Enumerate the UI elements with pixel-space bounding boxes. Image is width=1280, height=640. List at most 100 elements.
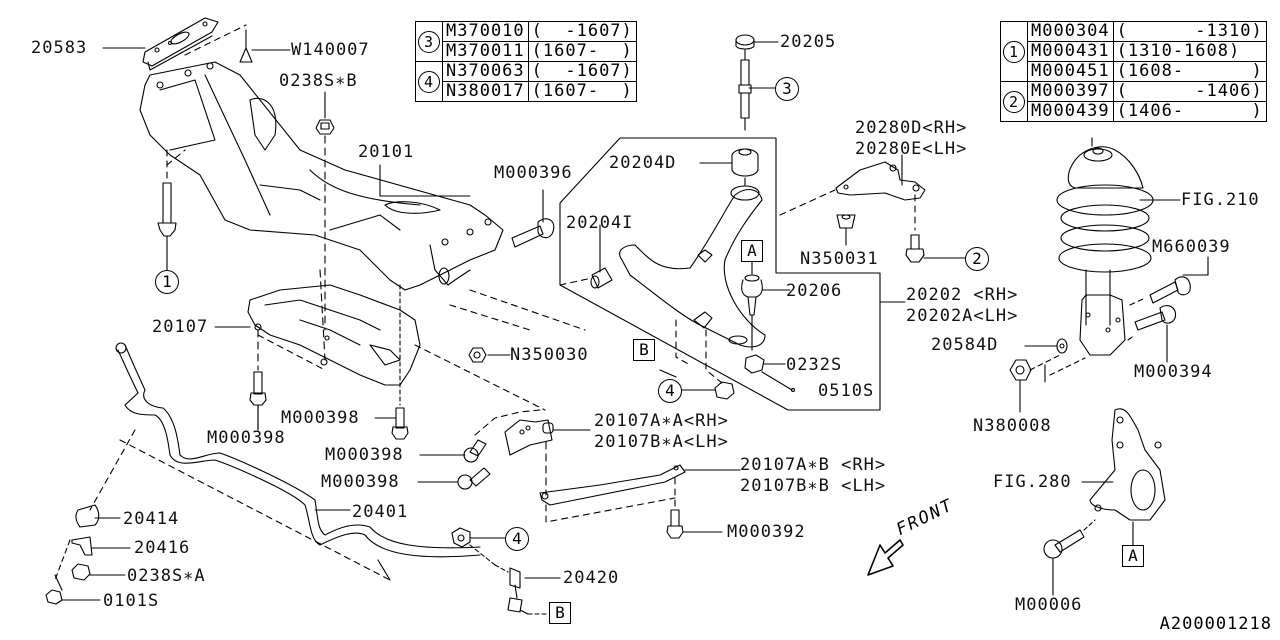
bolt-m000398-a[interactable]	[249, 371, 267, 406]
stud-callout-3[interactable]	[738, 59, 752, 119]
bolt-0101s[interactable]	[45, 574, 63, 605]
washer-20584d[interactable]	[1056, 338, 1068, 354]
ref-box-b-arm[interactable]: B	[633, 339, 655, 361]
callout-4-mid[interactable]: 4	[658, 379, 682, 403]
ref-box-a-knuckle[interactable]: A	[1122, 545, 1144, 567]
bolt-m000398-c[interactable]	[463, 439, 487, 463]
callout-2[interactable]: 2	[965, 247, 989, 271]
bolt-m000398-d[interactable]	[457, 467, 491, 490]
nut-callout-4-mid[interactable]	[714, 381, 735, 400]
label-m000394[interactable]: M000394	[1134, 362, 1213, 382]
label-20420[interactable]: 20420	[563, 568, 620, 588]
clip-w140007[interactable]	[239, 29, 253, 63]
bolt-m000394[interactable]	[1134, 305, 1177, 331]
bushing-20414[interactable]	[75, 504, 100, 528]
label-m000398-b[interactable]: M000398	[281, 408, 360, 428]
nut-0238sa[interactable]	[71, 563, 91, 581]
label-20584d[interactable]: 20584D	[931, 335, 999, 355]
stabilizer-link-20420[interactable]	[507, 567, 529, 615]
ref-box-b-link[interactable]: B	[549, 602, 571, 624]
label-20205[interactable]: 20205	[780, 32, 837, 52]
nut-0238sb[interactable]	[315, 119, 335, 135]
part-number[interactable]: M000439	[1027, 101, 1114, 122]
callout-4-lower[interactable]: 4	[505, 527, 529, 551]
label-20107a-a[interactable]: 20107A∗A<RH> 20107B∗A<LH>	[594, 411, 729, 453]
label-20107a-b-rh[interactable]: 20107A∗B <RH>	[740, 455, 887, 475]
label-fig210[interactable]: FIG.210	[1181, 190, 1260, 210]
label-w140007[interactable]: W140007	[291, 40, 370, 60]
bolt-m000392[interactable]	[666, 509, 684, 539]
part-number[interactable]: N370063	[442, 61, 529, 82]
bolt-m000398-b[interactable]	[391, 407, 409, 440]
label-0238s-b[interactable]: 0238S∗B	[279, 71, 358, 91]
label-20107[interactable]: 20107	[152, 317, 209, 337]
bolt-m000396[interactable]	[511, 218, 555, 248]
label-20280e-lh[interactable]: 20280E<LH>	[855, 139, 968, 159]
label-20107b-b-lh[interactable]: 20107B∗B <LH>	[740, 476, 887, 496]
undercover-20107[interactable]	[247, 284, 421, 386]
label-n350031[interactable]: N350031	[800, 249, 879, 269]
bar-20107a-b[interactable]	[539, 464, 686, 506]
label-0510s[interactable]: 0510S	[818, 381, 875, 401]
label-m000396[interactable]: M000396	[494, 163, 573, 183]
nut-callout-4-lower[interactable]	[451, 527, 471, 548]
label-20280[interactable]: 20280D<RH> 20280E<LH>	[855, 118, 967, 160]
label-20204i[interactable]: 20204I	[566, 213, 634, 233]
label-20107b-a-lh[interactable]: 20107B∗A<LH>	[594, 432, 729, 452]
label-20101[interactable]: 20101	[358, 142, 415, 162]
label-m000398-a[interactable]: M000398	[207, 428, 286, 448]
bracket-20107a-a[interactable]	[504, 419, 554, 456]
callout-1[interactable]: 1	[155, 270, 179, 294]
ball-joint-20206[interactable]	[741, 274, 763, 316]
label-20204d[interactable]: 20204D	[609, 153, 677, 173]
label-0238s-a[interactable]: 0238S∗A	[127, 566, 206, 586]
part-number[interactable]: M000304	[1027, 21, 1114, 42]
lower-arm-20202[interactable]	[619, 185, 766, 348]
label-20107a-b[interactable]: 20107A∗B <RH> 20107B∗B <LH>	[740, 455, 886, 497]
label-20202a-lh[interactable]: 20202A<LH>	[906, 306, 1019, 326]
part-number[interactable]: N380017	[442, 81, 529, 102]
label-0232s[interactable]: 0232S	[786, 355, 843, 375]
washer-20205[interactable]	[735, 34, 755, 50]
pad-20583[interactable]	[142, 17, 219, 71]
label-m000398-d[interactable]: M000398	[321, 472, 400, 492]
label-m000398-c[interactable]: M000398	[325, 445, 404, 465]
bushing-20204i[interactable]	[590, 267, 613, 289]
bracket-20416[interactable]	[71, 536, 93, 556]
label-20206[interactable]: 20206	[786, 281, 843, 301]
label-fig280[interactable]: FIG.280	[993, 472, 1072, 492]
bracket-20280d[interactable]	[835, 161, 926, 201]
label-20202[interactable]: 20202 <RH> 20202A<LH>	[906, 285, 1018, 327]
label-m00006[interactable]: M00006	[1015, 595, 1083, 615]
label-20107a-a-rh[interactable]: 20107A∗A<RH>	[594, 411, 729, 431]
part-number[interactable]: M000431	[1027, 41, 1114, 62]
label-20414[interactable]: 20414	[123, 509, 180, 529]
crossmember-20101[interactable]	[139, 61, 504, 291]
label-20401[interactable]: 20401	[352, 502, 409, 522]
nut-n350031[interactable]	[836, 214, 856, 229]
label-20280d-rh[interactable]: 20280D<RH>	[855, 118, 968, 138]
bolt-callout-1[interactable]	[157, 182, 177, 237]
bolt-m00006[interactable]	[1043, 529, 1085, 559]
nut-n350030[interactable]	[468, 347, 487, 363]
nut-0232s[interactable]	[744, 354, 765, 374]
label-20202-rh[interactable]: 20202 <RH>	[906, 285, 1019, 305]
label-m660039[interactable]: M660039	[1152, 237, 1231, 257]
label-m000392[interactable]: M000392	[727, 522, 806, 542]
bolt-m660039[interactable]	[1149, 276, 1191, 304]
label-20583[interactable]: 20583	[31, 38, 88, 58]
part-number[interactable]: M000397	[1027, 81, 1114, 102]
strut-assembly-fig210[interactable]	[1056, 137, 1154, 356]
label-0101s[interactable]: 0101S	[103, 591, 160, 611]
label-20416[interactable]: 20416	[134, 538, 191, 558]
callout-3[interactable]: 3	[775, 77, 799, 101]
bolt-callout-2[interactable]	[905, 234, 925, 263]
part-number[interactable]: M370010	[442, 21, 529, 42]
nut-n380008[interactable]	[1009, 359, 1032, 381]
label-n350030[interactable]: N350030	[510, 345, 589, 365]
bushing-20204d[interactable]	[731, 148, 759, 177]
part-number[interactable]: M000451	[1027, 61, 1114, 82]
stabilizer-bar-20401[interactable]	[115, 342, 481, 558]
ref-box-a-arm[interactable]: A	[741, 240, 763, 262]
knuckle-fig280[interactable]	[1089, 408, 1166, 521]
